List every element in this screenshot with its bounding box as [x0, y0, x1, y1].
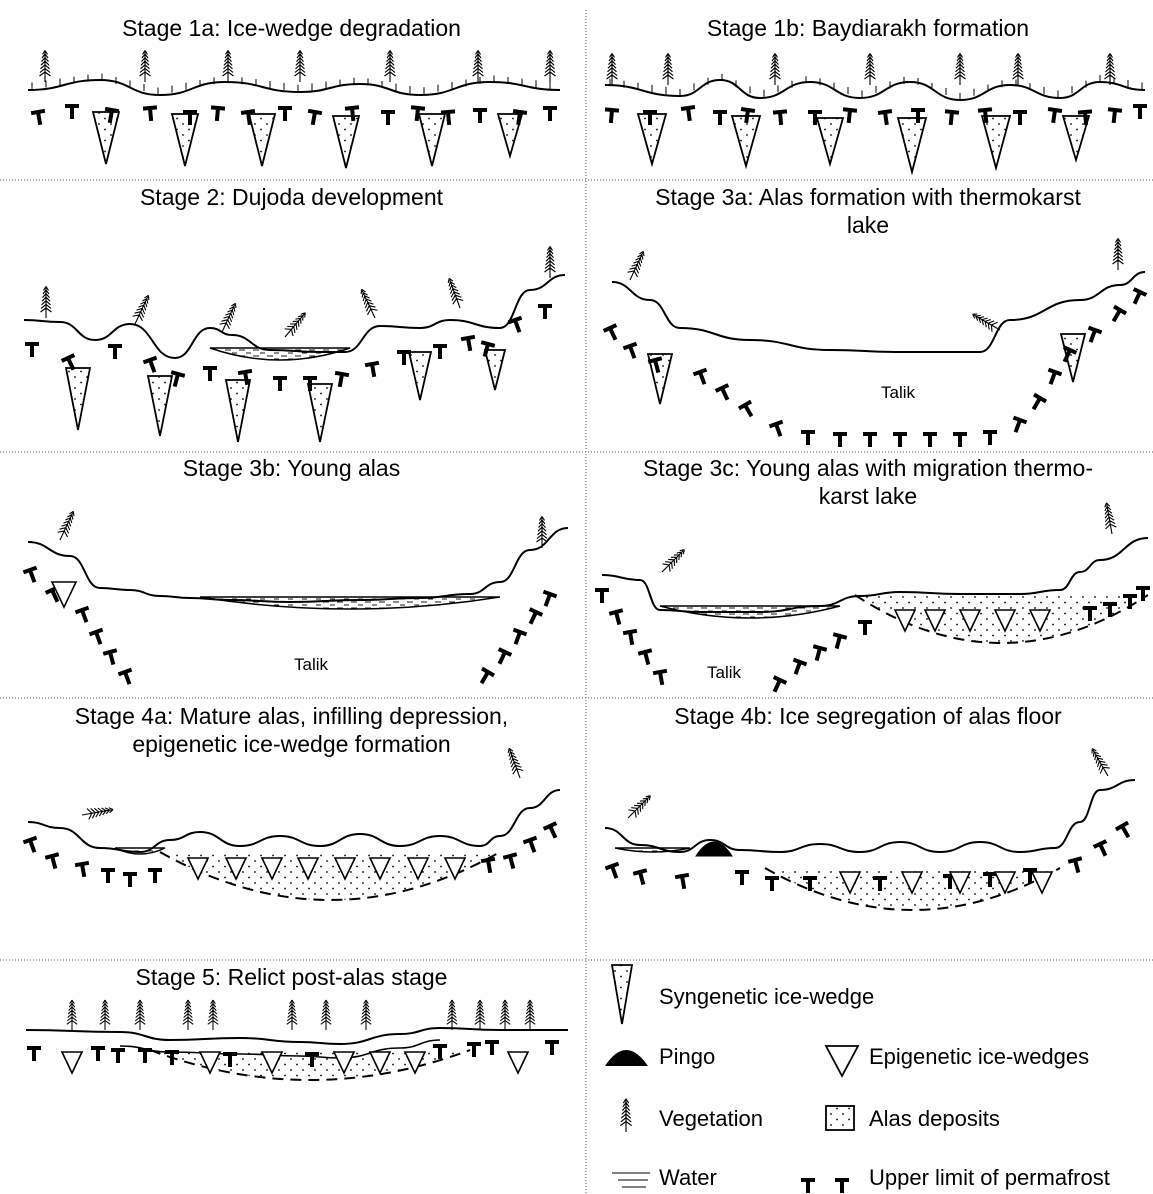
panel-title-line: karst lake	[583, 482, 1153, 510]
panel-title: Stage 4a: Mature alas, infilling depress…	[0, 702, 583, 758]
panel-title: Stage 3b: Young alas	[0, 454, 583, 482]
panel-stage-2: Stage 2: Dujoda development	[0, 180, 583, 452]
panel-title: Stage 3a: Alas formation with thermokars…	[583, 183, 1153, 239]
panel-stage-3b: Stage 3b: Young alas	[0, 452, 583, 698]
legend-label-syngenetic: Syngenetic ice-wedge	[659, 984, 874, 1010]
panel-title: Stage 1a: Ice-wedge degradation	[0, 14, 583, 42]
panel-stage-1a: Stage 1a: Ice-wedge degradation	[0, 0, 583, 180]
panel-title: Stage 1b: Baydiarakh formation	[583, 14, 1153, 42]
panel-stage-5: Stage 5: Relict post-alas stage	[0, 960, 583, 1194]
panel-title-line: Stage 3a: Alas formation with thermokars…	[583, 183, 1153, 211]
panel-title: Stage 3c: Young alas with migration ther…	[583, 454, 1153, 510]
legend-label-permafrost: Upper limit of permafrost	[869, 1165, 1110, 1191]
panel-stage-1b: Stage 1b: Baydiarakh formation	[583, 0, 1153, 180]
panel-title: Stage 5: Relict post-alas stage	[0, 963, 583, 991]
panel-stage-4a: Stage 4a: Mature alas, infilling depress…	[0, 698, 583, 960]
legend-label-pingo: Pingo	[659, 1044, 715, 1070]
panel-stage-4b: Stage 4b: Ice segregation of alas floor	[583, 698, 1153, 960]
panel-title: Stage 4b: Ice segregation of alas floor	[583, 702, 1153, 730]
legend-label-vegetation: Vegetation	[659, 1106, 763, 1132]
legend: Syngenetic ice-wedge Pingo Epigenetic ic…	[583, 960, 1153, 1194]
panel-title: Stage 2: Dujoda development	[0, 183, 583, 211]
legend-label-water: Water	[659, 1165, 717, 1191]
panel-stage-3a: Stage 3a: Alas formation with thermokars…	[583, 180, 1153, 452]
legend-label-alas-deposits: Alas deposits	[869, 1106, 1000, 1132]
panel-stage-3c: Stage 3c: Young alas with migration ther…	[583, 452, 1153, 698]
panel-title-line: lake	[583, 211, 1153, 239]
panel-title-line: epigenetic ice-wedge formation	[0, 730, 583, 758]
panel-title-line: Stage 4a: Mature alas, infilling depress…	[0, 702, 583, 730]
panel-title-line: Stage 3c: Young alas with migration ther…	[583, 454, 1153, 482]
legend-label-epigenetic: Epigenetic ice-wedges	[869, 1044, 1089, 1070]
